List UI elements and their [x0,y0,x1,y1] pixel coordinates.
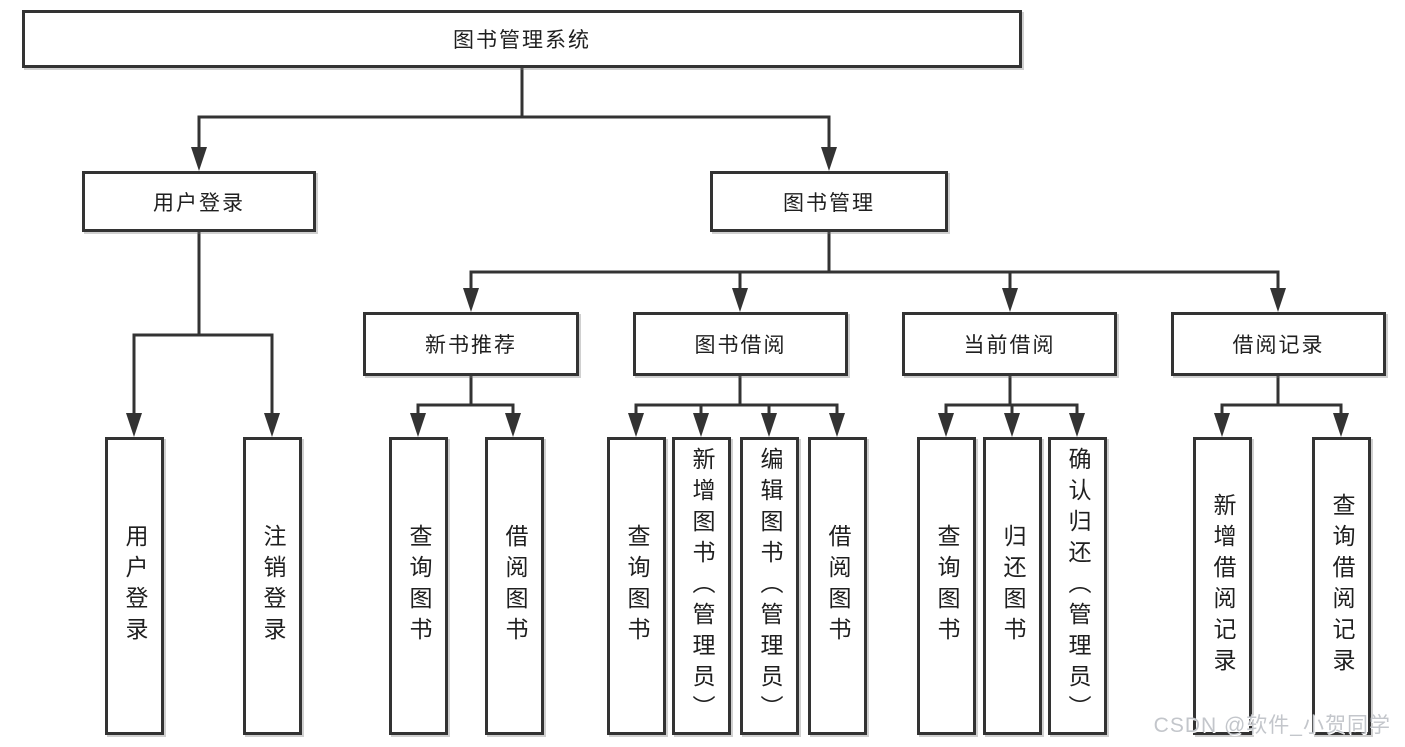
leaf-user-login: 用户登录 [105,437,164,735]
node-current-borrow: 当前借阅 [902,312,1117,376]
node-new-book-recommend: 新书推荐 [363,312,579,376]
leaf-confirm-return-admin: 确认归还（管理员） [1048,437,1107,735]
arrowheads [126,147,1349,437]
leaf-query-book-borrow: 查询图书 [607,437,666,735]
node-borrow-record: 借阅记录 [1171,312,1386,376]
csdn-watermark: CSDN @软件_小贺同学 [1153,714,1391,737]
leaf-add-book-admin: 新增图书（管理员） [672,437,731,735]
leaf-borrow-book-recommend: 借阅图书 [485,437,544,735]
leaf-return-book: 归还图书 [983,437,1042,735]
node-library-management-system: 图书管理系统 [22,10,1022,68]
leaf-borrow-book: 借阅图书 [808,437,867,735]
node-book-borrow: 图书借阅 [633,312,848,376]
leaf-query-borrow-record: 查询借阅记录 [1312,437,1371,735]
leaf-query-book-recommend: 查询图书 [389,437,448,735]
leaf-logout-login: 注销登录 [243,437,302,735]
leaf-edit-book-admin: 编辑图书（管理员） [740,437,799,735]
node-book-management: 图书管理 [710,171,948,232]
leaf-query-book-current: 查询图书 [917,437,976,735]
node-user-login: 用户登录 [82,171,316,232]
leaf-add-borrow-record: 新增借阅记录 [1193,437,1252,735]
